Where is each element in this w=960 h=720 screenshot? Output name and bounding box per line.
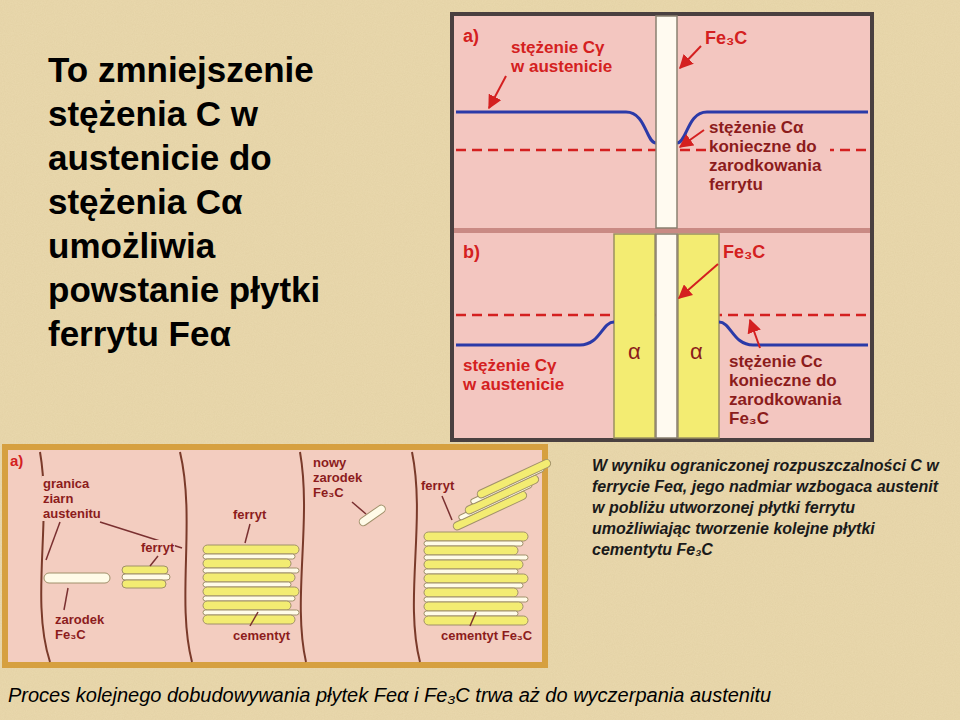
annotation: granica ziarn austenitu bbox=[42, 476, 114, 521]
grain-boundary bbox=[300, 452, 306, 662]
cementite-plate bbox=[424, 611, 518, 616]
ferrite-plate bbox=[424, 532, 528, 541]
cementite-plate bbox=[203, 610, 299, 615]
annotation: zarodek Fe₃C bbox=[54, 612, 116, 642]
concentration-profile bbox=[456, 112, 656, 143]
phase-label: ferryt bbox=[140, 540, 175, 555]
leader-arrow bbox=[750, 320, 760, 348]
panel-letter: b) bbox=[462, 242, 481, 262]
leader-line bbox=[64, 588, 68, 610]
ferrite-plate bbox=[614, 234, 655, 438]
phase-label: ferryt bbox=[420, 478, 455, 493]
cementite-plate bbox=[424, 569, 518, 574]
ferrite-plate bbox=[424, 616, 528, 625]
phase-label: cementyt bbox=[232, 628, 291, 643]
ferrite-plate bbox=[476, 458, 552, 499]
ferrite-plate bbox=[203, 573, 295, 582]
cementite-plate bbox=[122, 574, 170, 580]
grain-boundary bbox=[180, 452, 192, 662]
leader-line bbox=[352, 502, 366, 514]
annotation: stężenie Cγ w austenicie bbox=[510, 38, 620, 76]
cementite-plate bbox=[44, 573, 110, 583]
ferrite-plate bbox=[424, 588, 518, 597]
cementite-plate bbox=[656, 16, 677, 228]
ferrite-plate bbox=[203, 587, 299, 596]
cementite-plate bbox=[424, 597, 528, 602]
cementite-plate bbox=[203, 596, 295, 601]
panel-letter: a) bbox=[462, 26, 480, 46]
ferrite-plate bbox=[424, 560, 523, 569]
slide-title: To zmniejszenie stężenia C w austenicie … bbox=[48, 48, 383, 356]
leader-arrow bbox=[680, 130, 704, 147]
ferrite-plate bbox=[122, 580, 166, 588]
slide-caption: Proces kolejnego dobudowywania płytek Fe… bbox=[8, 684, 771, 707]
cementite-plate bbox=[203, 554, 295, 559]
cementite-plate bbox=[424, 583, 523, 588]
phase-label: ferryt bbox=[232, 507, 267, 522]
plates bbox=[44, 458, 552, 625]
annotation: stężenie Cc konieczne do zarodkowania Fe… bbox=[728, 352, 850, 428]
phase-label: cementyt Fe₃C bbox=[440, 628, 533, 643]
cementite-plate bbox=[656, 234, 677, 438]
cementite-plate bbox=[203, 568, 299, 573]
ferrite-plate bbox=[203, 559, 291, 568]
ferrite-plate bbox=[678, 234, 719, 438]
grain-boundary bbox=[412, 452, 420, 662]
leader-arrow bbox=[489, 76, 506, 108]
cementite-plate bbox=[424, 541, 523, 546]
ferrite-plate bbox=[203, 615, 295, 624]
explanation-text: W wyniku ograniczonej rozpuszczalności C… bbox=[592, 455, 944, 560]
panel-frame bbox=[452, 14, 872, 440]
leader-line bbox=[46, 522, 60, 560]
leader-arrow bbox=[680, 46, 701, 68]
ferrite-plate bbox=[122, 566, 168, 574]
cementite-plate bbox=[203, 582, 291, 587]
ferrite-plate bbox=[203, 601, 291, 610]
leader-line bbox=[442, 496, 452, 520]
ferrite-plate bbox=[424, 574, 528, 583]
annotation: stężenie Cγ w austenicie bbox=[462, 356, 572, 394]
panel-frame bbox=[5, 447, 545, 665]
phase-label: α bbox=[690, 340, 703, 364]
cementite-plate bbox=[358, 504, 387, 528]
annotation: stężenie Cα konieczne do zarodkowania fe… bbox=[708, 118, 830, 194]
phase-label: Fe₃C bbox=[722, 242, 766, 262]
concentration-profile bbox=[456, 322, 614, 345]
phase-label: α bbox=[628, 340, 641, 364]
phase-label: Fe₃C bbox=[704, 28, 748, 48]
leader-arrow bbox=[679, 264, 718, 298]
ferrite-plate bbox=[424, 602, 523, 611]
ferrite-plate bbox=[424, 546, 518, 555]
leader-line bbox=[250, 612, 258, 626]
leader-line bbox=[150, 556, 158, 566]
panel-letter: a) bbox=[10, 452, 23, 469]
ferrite-plate bbox=[203, 545, 299, 554]
concentration-profile bbox=[719, 322, 868, 345]
leader-line bbox=[245, 524, 250, 543]
cementite-plate bbox=[424, 555, 528, 560]
annotation: nowy zarodek Fe₃C bbox=[312, 455, 374, 500]
leader-line bbox=[470, 612, 476, 626]
